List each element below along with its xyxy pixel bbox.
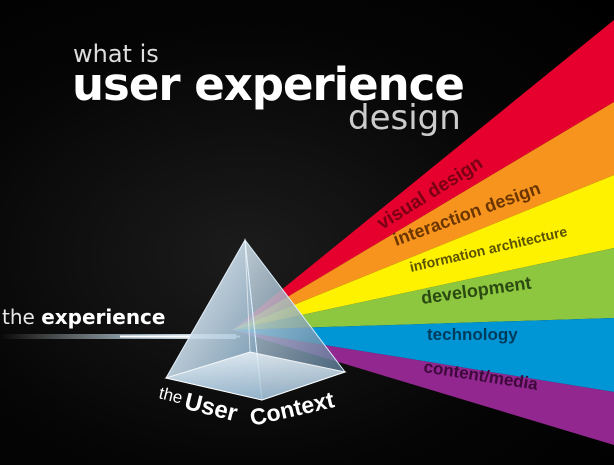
spectrum-band	[232, 318, 614, 392]
spectrum-band	[232, 248, 614, 330]
user-label-prefix: the	[157, 383, 185, 407]
title-design: design	[348, 98, 461, 138]
user-label-word: User	[182, 388, 240, 427]
spectrum-band	[232, 102, 614, 330]
spectrum-band	[232, 20, 614, 330]
light-beam	[0, 334, 236, 339]
light-beam-core	[120, 335, 240, 338]
experience-prefix: the	[2, 305, 35, 329]
experience-label: the experience	[2, 305, 165, 329]
spectrum-band	[232, 175, 614, 330]
spectrum-band-label: technology	[427, 325, 518, 344]
title-what-is: what is	[73, 40, 159, 68]
experience-word: experience	[41, 305, 166, 329]
prism	[164, 238, 347, 401]
title-user-experience: user experience	[72, 58, 465, 111]
